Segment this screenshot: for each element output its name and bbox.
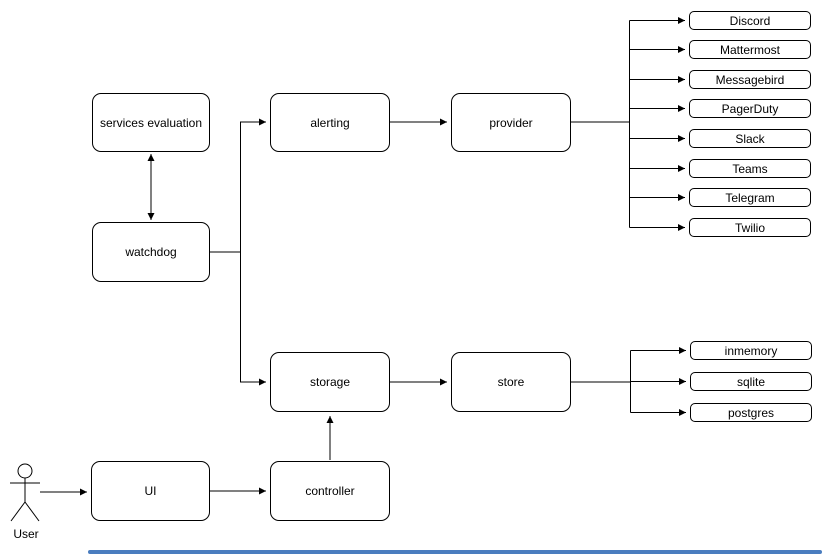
node-provider-target-twilio[interactable]: Twilio (689, 218, 811, 237)
node-storage-label: storage (309, 375, 351, 389)
leaf-label: Telegram (725, 190, 775, 205)
node-controller[interactable]: controller (270, 461, 390, 521)
edge-watchdog-storage (240, 252, 266, 386)
horizontal-scrollbar[interactable] (88, 550, 822, 554)
node-storage[interactable]: storage (270, 352, 390, 412)
node-provider-target-teams[interactable]: Teams (689, 159, 811, 178)
leaf-label: Mattermost (719, 42, 780, 57)
node-provider-target-pagerduty[interactable]: PagerDuty (689, 99, 811, 118)
node-ui-label: UI (144, 484, 157, 498)
node-provider-target-discord[interactable]: Discord (689, 11, 811, 30)
node-store-target-inmemory[interactable]: inmemory (690, 341, 812, 360)
leaf-label: sqlite (736, 374, 765, 389)
node-provider-target-slack[interactable]: Slack (689, 129, 811, 148)
node-store-target-sqlite[interactable]: sqlite (690, 372, 812, 391)
edge-provider-trunk (571, 20, 630, 228)
user-actor-icon (10, 463, 40, 522)
node-store-target-postgres[interactable]: postgres (690, 403, 812, 422)
leaf-label: Messagebird (715, 72, 785, 87)
node-store[interactable]: store (451, 352, 571, 412)
node-provider-target-messagebird[interactable]: Messagebird (689, 70, 811, 89)
edge-store-trunk (571, 350, 631, 413)
user-actor-label: User (13, 527, 39, 541)
node-services-evaluation-label: services evaluation (99, 115, 203, 130)
leaf-label: Slack (735, 131, 765, 146)
node-provider-label: provider (489, 115, 533, 130)
node-watchdog[interactable]: watchdog (92, 222, 210, 282)
node-ui[interactable]: UI (91, 461, 210, 521)
node-controller-label: controller (305, 484, 355, 498)
node-provider-target-mattermost[interactable]: Mattermost (689, 40, 811, 59)
node-watchdog-label: watchdog (125, 245, 177, 259)
node-store-label: store (497, 375, 525, 389)
leaf-label: Twilio (734, 220, 765, 235)
node-provider[interactable]: provider (451, 93, 571, 152)
leaf-label: PagerDuty (721, 101, 779, 116)
node-alerting-label: alerting (310, 115, 350, 130)
leaf-label: Teams (732, 161, 768, 176)
leaf-label: postgres (727, 405, 775, 420)
edge-watchdog-alerting (240, 118, 266, 252)
node-services-evaluation[interactable]: services evaluation (92, 93, 210, 152)
leaf-label: inmemory (724, 343, 778, 358)
node-provider-target-telegram[interactable]: Telegram (689, 188, 811, 207)
node-alerting[interactable]: alerting (270, 93, 390, 152)
leaf-label: Discord (729, 13, 771, 28)
